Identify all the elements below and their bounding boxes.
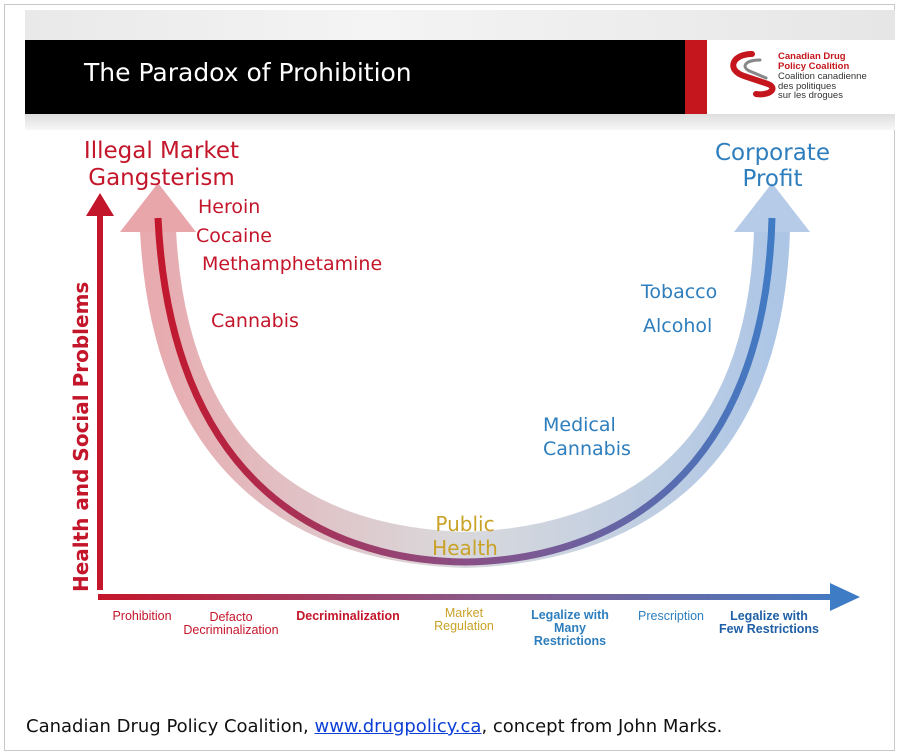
logo-name-en: Canadian Drug Policy Coalition bbox=[778, 51, 850, 72]
item-medical-cannabis: Medical Cannabis bbox=[543, 414, 631, 460]
u-band-narrow bbox=[154, 217, 776, 566]
footer-text-after: , concept from John Marks. bbox=[481, 716, 723, 737]
item-tobacco: Tobacco bbox=[641, 281, 718, 303]
footer-credit: Canadian Drug Policy Coalition, www.drug… bbox=[26, 716, 722, 737]
left-end-label: Illegal Market Gangsterism bbox=[83, 138, 240, 191]
item-heroin: Heroin bbox=[198, 196, 261, 218]
y-axis-arrowhead bbox=[86, 193, 114, 216]
header-accent bbox=[685, 40, 707, 114]
item-cocaine: Cocaine bbox=[196, 225, 272, 247]
slide-title: The Paradox of Prohibition bbox=[84, 58, 412, 87]
x-tick-legalize-few: Legalize with Few Restrictions bbox=[718, 609, 820, 636]
x-tick-prescription: Prescription bbox=[638, 609, 704, 623]
footer-link[interactable]: www.drugpolicy.ca bbox=[314, 716, 482, 737]
item-alcohol: Alcohol bbox=[643, 315, 713, 337]
item-cannabis: Cannabis bbox=[211, 310, 299, 332]
header-bar bbox=[25, 40, 685, 114]
top-band bbox=[25, 10, 895, 40]
logo-name-fr: Coalition canadienne des politiques sur … bbox=[778, 71, 867, 101]
x-tick-defacto: Defacto Decriminalization bbox=[183, 610, 279, 637]
x-tick-legalize-many: Legalize with Many Restrictions bbox=[531, 608, 609, 648]
right-band-arrowhead bbox=[734, 183, 810, 232]
x-tick-prohibition: Prohibition bbox=[112, 609, 172, 623]
under-band bbox=[25, 114, 895, 130]
u-band-wide bbox=[140, 229, 790, 569]
right-end-label: Corporate Profit bbox=[715, 140, 830, 192]
x-tick-market-regulation: Market Regulation bbox=[434, 606, 494, 633]
x-axis-arrowhead bbox=[830, 583, 860, 611]
left-band-arrowhead bbox=[120, 183, 196, 232]
y-axis-label: Health and Social Problems bbox=[69, 281, 93, 592]
item-methamphetamine: Methamphetamine bbox=[202, 253, 383, 275]
footer-text-before: Canadian Drug Policy Coalition, bbox=[26, 716, 315, 737]
x-tick-decriminalization: Decriminalization bbox=[296, 609, 400, 623]
public-health-label: Public Health bbox=[432, 512, 498, 560]
